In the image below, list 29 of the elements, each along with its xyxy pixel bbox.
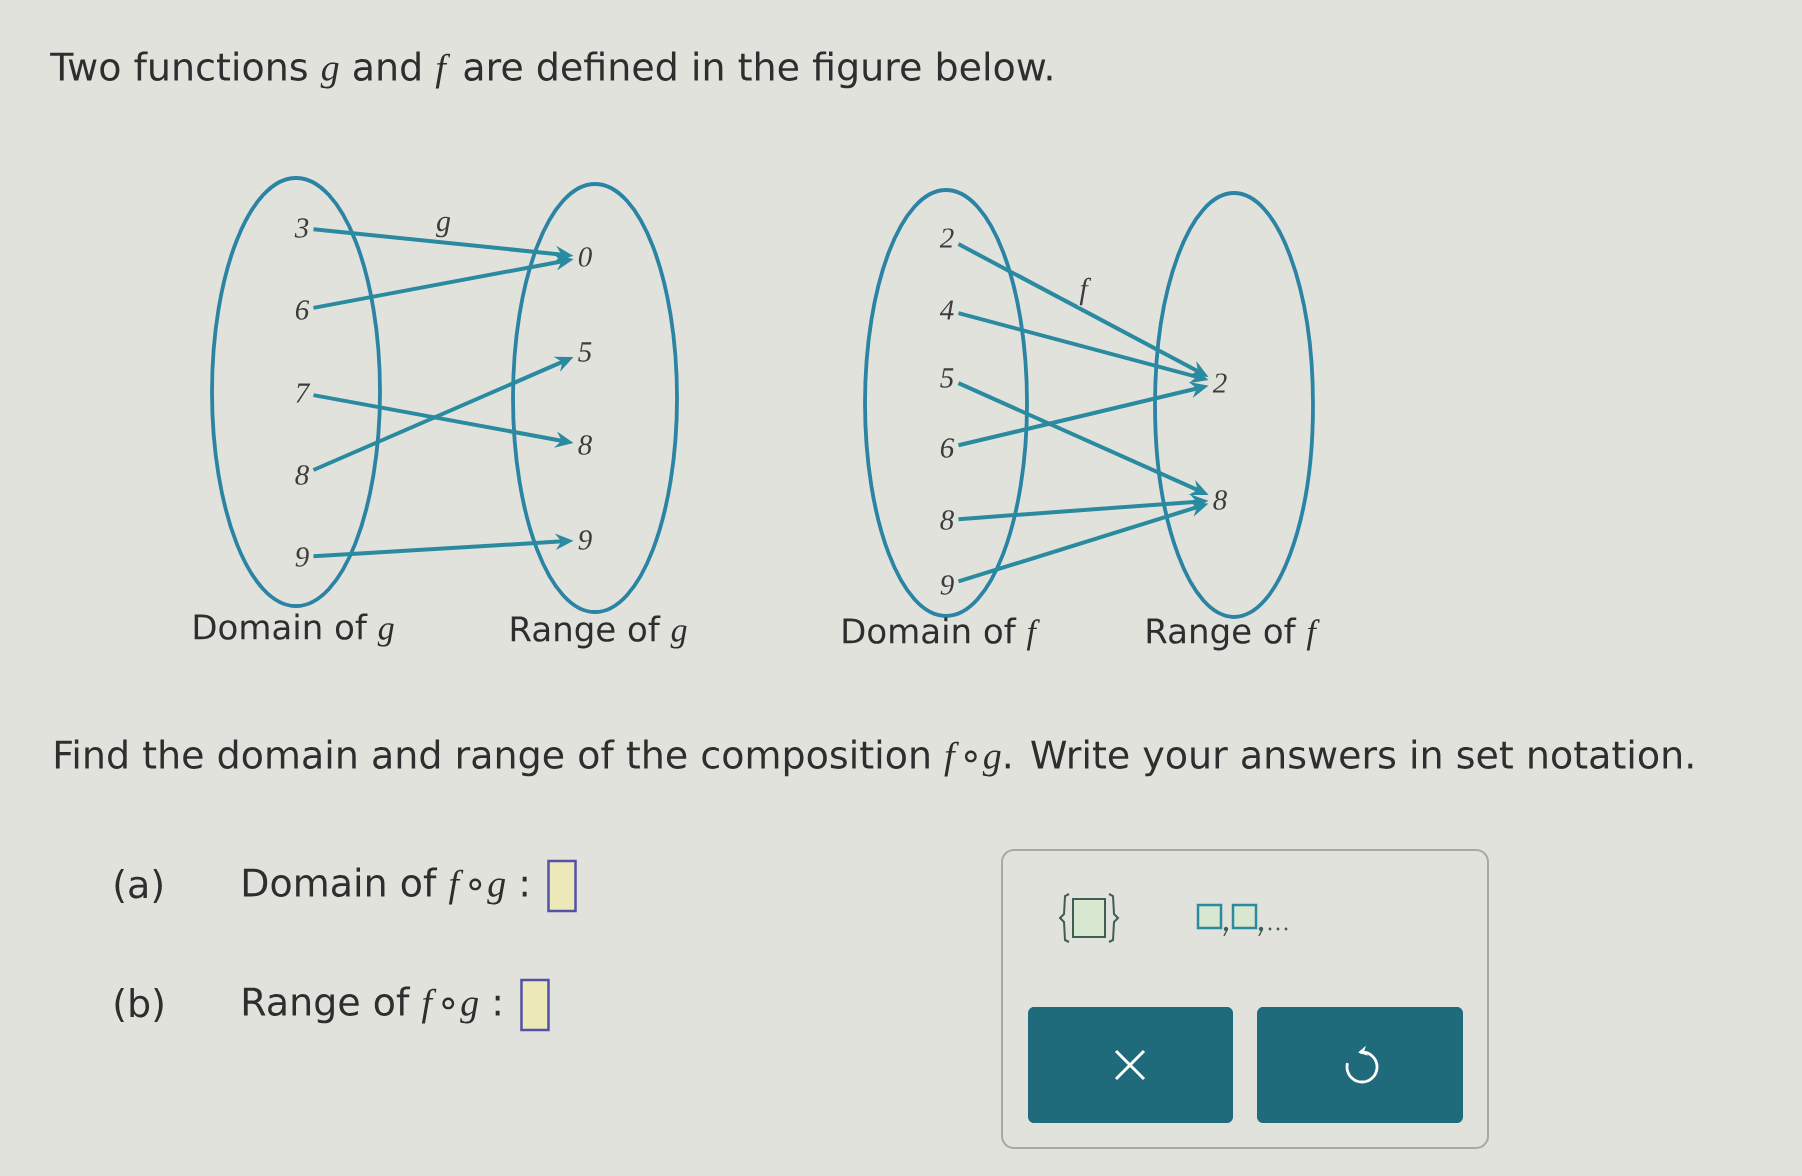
set-element: 2 (1212, 373, 1227, 393)
set-element: 9 (295, 547, 309, 567)
set-element: 3 (294, 218, 309, 238)
set-element: 5 (940, 368, 954, 388)
edge-label: g (435, 215, 452, 239)
set-element: 8 (1213, 490, 1227, 510)
set-element: 8 (578, 435, 592, 455)
set-caption: Domain of f (843, 617, 1040, 651)
set-element: 6 (940, 438, 955, 458)
set-caption: Domain of g (194, 613, 394, 647)
instruction-text: Find the domain and range of the composition f∘g. Write your answers in set notation. (55, 739, 1693, 777)
set-element: 4 (939, 300, 954, 320)
set-element: 5 (578, 342, 592, 362)
answer-prompt: Range of f∘g : (243, 986, 500, 1024)
set-caption: Range of f (1147, 617, 1320, 651)
set-element: 0 (578, 247, 592, 267)
set-element: 8 (940, 510, 954, 530)
set-element: 6 (295, 300, 310, 320)
set-element: 7 (296, 383, 311, 403)
edge-label: f (1078, 276, 1092, 307)
set-element: 8 (295, 465, 309, 485)
set-caption: Range of g (511, 615, 687, 649)
part-label: (a) (115, 869, 162, 903)
part-label: (b) (115, 988, 163, 1022)
heading: Two functions g and f are defined in the figure below. (50, 51, 1052, 89)
set-element: 2 (939, 228, 954, 248)
answer-prompt: Domain of f∘g : (243, 867, 527, 905)
set-element: 9 (578, 530, 592, 550)
set-element: 9 (940, 575, 954, 595)
